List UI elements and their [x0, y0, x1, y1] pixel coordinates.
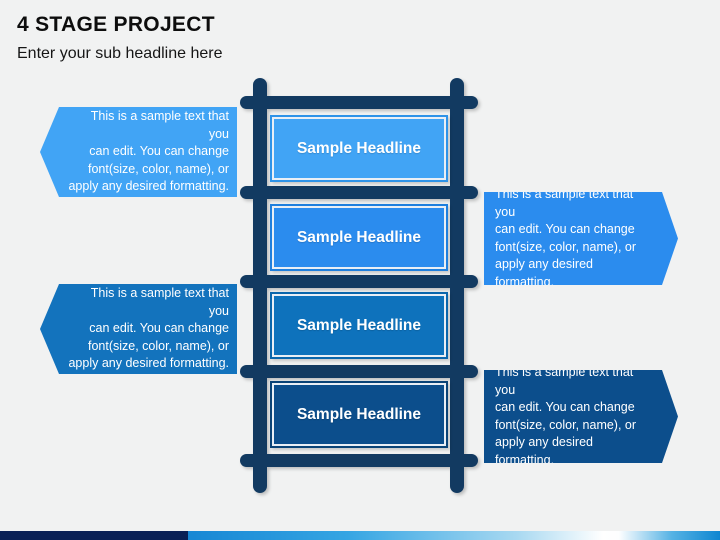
ladder-rung-5 [240, 454, 478, 467]
callout-text-line: can edit. You can change [89, 144, 229, 159]
stage-box-4: Sample Headline [270, 381, 448, 448]
page-title: 4 STAGE PROJECT [17, 13, 215, 36]
stage-box-3-inner: Sample Headline [274, 296, 444, 355]
stage-box-2-inner: Sample Headline [274, 208, 444, 267]
stage-box-2: Sample Headline [270, 204, 448, 271]
callout-text-line: apply any desired formatting. [68, 356, 229, 371]
stage-box-1: Sample Headline [270, 115, 448, 182]
ladder-rung-3 [240, 275, 478, 288]
footer-bar-gradient [188, 531, 720, 540]
callout-arrow-3: This is a sample text that you can edit.… [40, 284, 237, 374]
callout-arrow-2: This is a sample text that you can edit.… [484, 192, 678, 285]
stage-headline: Sample Headline [296, 405, 422, 423]
ladder-rung-1 [240, 96, 478, 109]
callout-arrow-1: This is a sample text that you can edit.… [40, 107, 237, 197]
callout-text-line: font(size, color, name), or [87, 338, 229, 353]
stage-box-4-inner: Sample Headline [274, 385, 444, 444]
callout-text-line: font(size, color, name), or [495, 417, 637, 432]
ladder-rung-2 [240, 186, 478, 199]
page-subtitle: Enter your sub headline here [17, 45, 223, 62]
stage-box-3: Sample Headline [270, 292, 448, 359]
stage-headline: Sample Headline [296, 316, 422, 334]
callout-text-line: can edit. You can change [495, 222, 635, 236]
stage-headline: Sample Headline [296, 139, 422, 157]
stage-headline: Sample Headline [296, 228, 422, 246]
footer-bar-navy [0, 531, 188, 540]
callout-text-line: This is a sample text that you [90, 109, 229, 141]
callout-text-line: can edit. You can change [89, 321, 229, 336]
stage-box-1-inner: Sample Headline [274, 119, 444, 178]
callout-text-line: apply any desired formatting. [68, 179, 229, 194]
callout-arrow-4: This is a sample text that you can edit.… [484, 370, 678, 463]
callout-text-line: font(size, color, name), or [495, 239, 637, 254]
callout-text-line: This is a sample text that you [90, 286, 229, 318]
callout-text-line: font(size, color, name), or [87, 161, 229, 176]
ladder-rung-4 [240, 365, 478, 378]
callout-text-line: can edit. You can change [495, 400, 635, 414]
